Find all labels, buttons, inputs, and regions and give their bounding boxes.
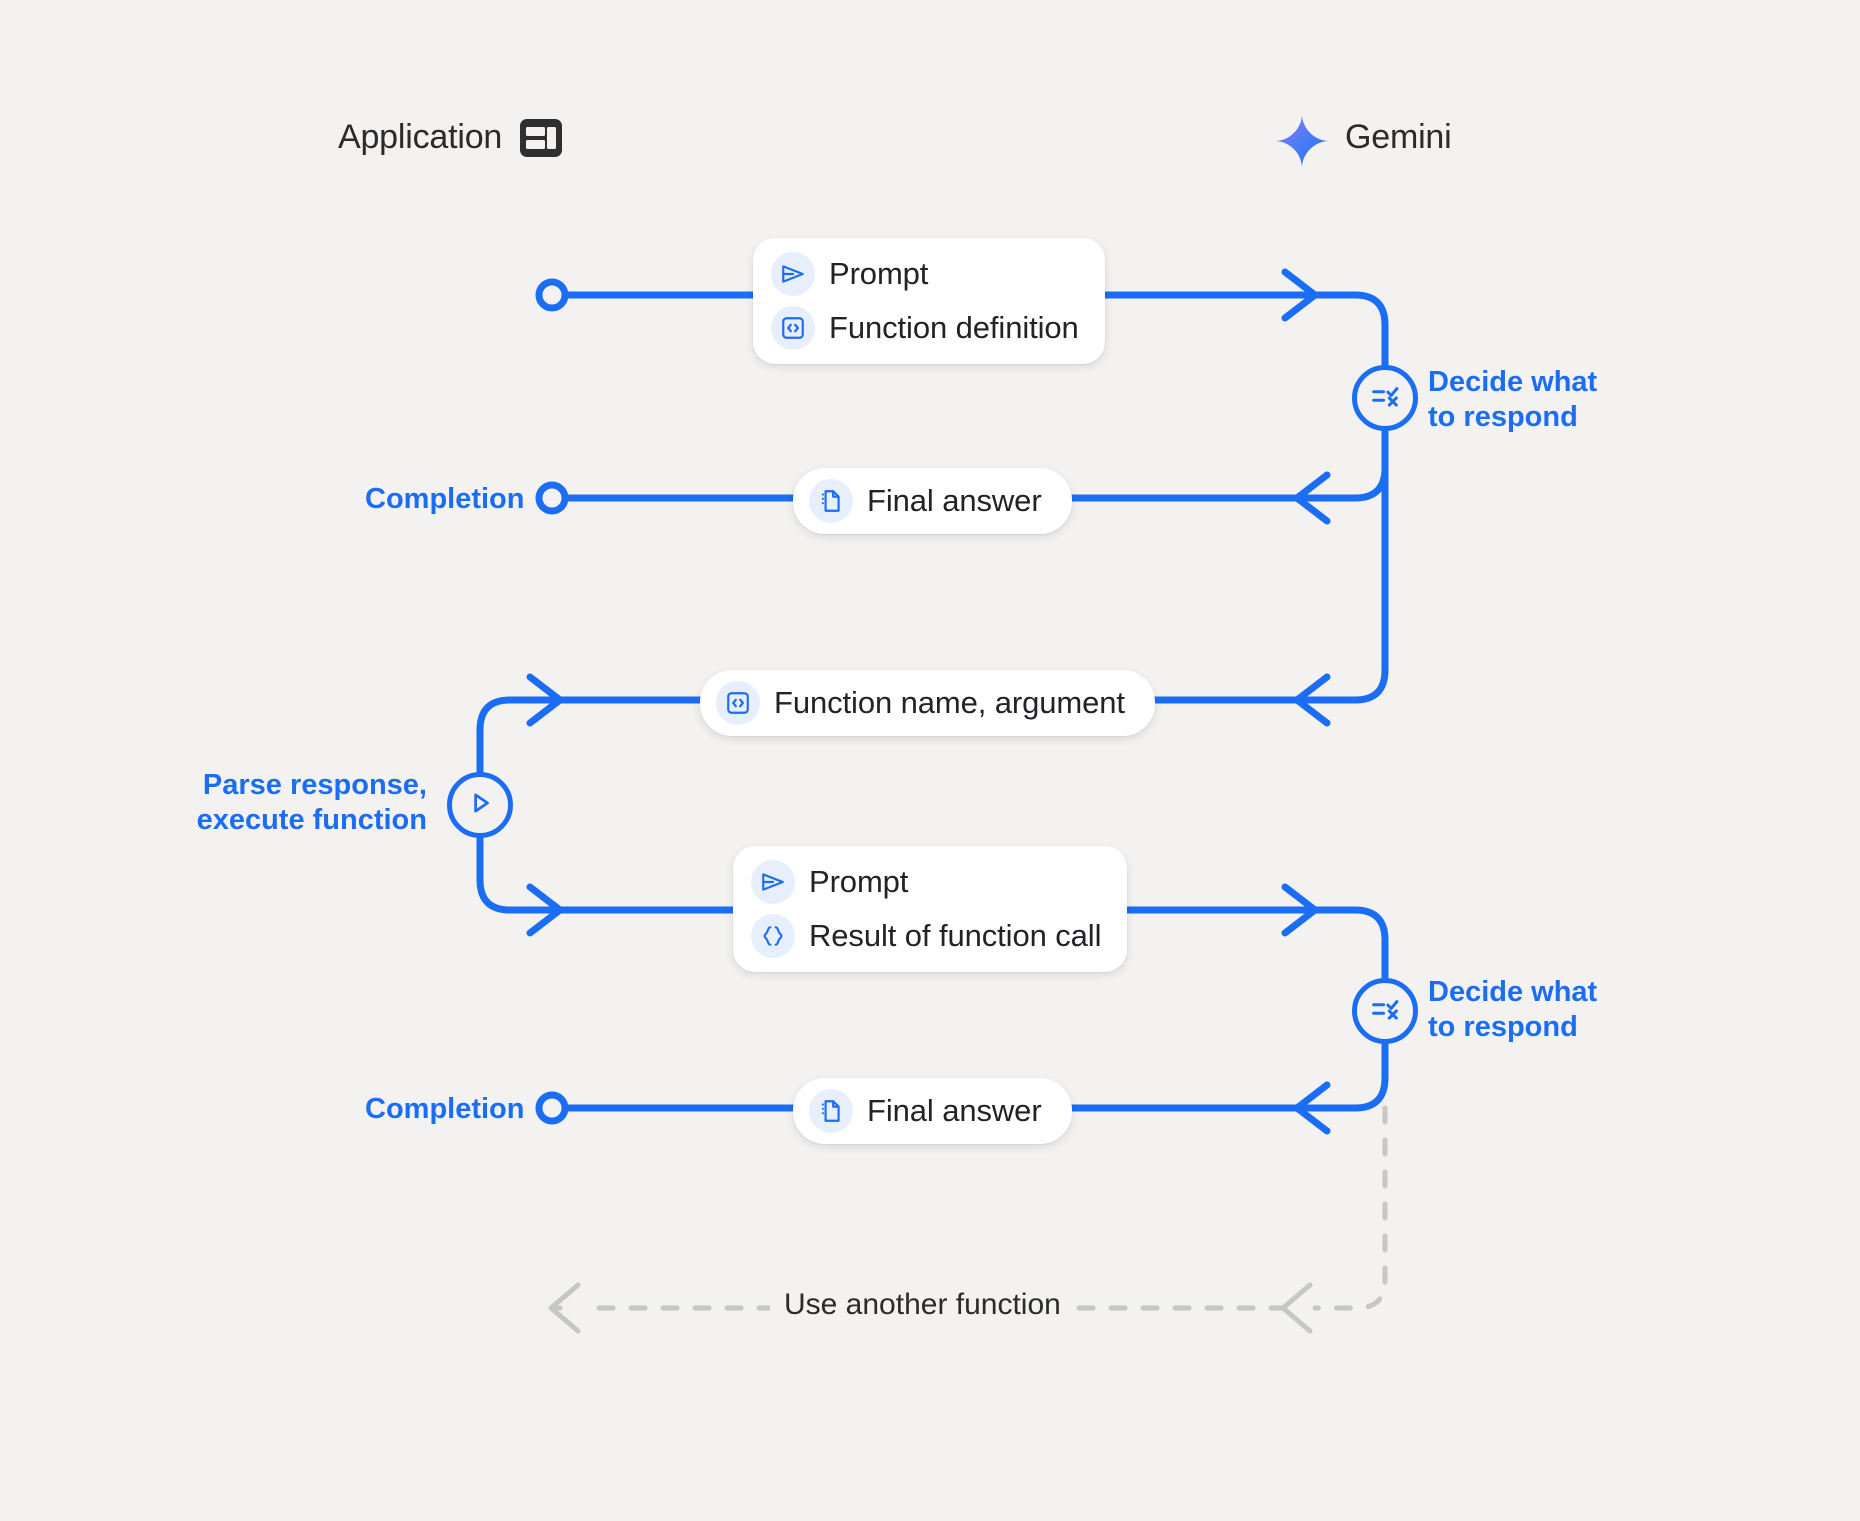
chip-label-result-of-function-call: Result of function call xyxy=(809,918,1102,953)
arrowhead-to-app-1 xyxy=(1293,471,1331,525)
node-completion-2 xyxy=(535,1091,569,1125)
curly-braces-icon xyxy=(751,914,795,958)
document-icon xyxy=(809,479,853,523)
process-node-parse-execute[interactable] xyxy=(447,772,513,838)
caption-decide-what-to-respond-1: Decide what to respond xyxy=(1428,366,1598,434)
arrowhead-to-gemini-2 xyxy=(1281,883,1319,937)
loop-label-use-another-function: Use another function xyxy=(770,1288,1075,1322)
chip-label-function-name-argument: Function name, argument xyxy=(774,685,1125,720)
application-window-icon xyxy=(520,118,563,157)
checklist-decision-icon xyxy=(1368,992,1402,1031)
message-chip-function-name-argument[interactable]: Function name, argument xyxy=(700,670,1155,736)
wire-loop-descend xyxy=(1312,1105,1388,1311)
chip-row-final-answer-2: Final answer xyxy=(809,1089,1042,1133)
chip-label-prompt-2: Prompt xyxy=(809,864,909,899)
arrowhead-to-gemini-1 xyxy=(1281,268,1319,322)
checklist-decision-icon xyxy=(1368,379,1402,418)
node-completion-1 xyxy=(535,481,569,515)
arrowhead-out-app-lane xyxy=(526,883,564,937)
code-brackets-icon xyxy=(716,681,760,725)
gemini-sparkle-icon xyxy=(1275,114,1329,168)
wire-gemini-entry-2 xyxy=(1301,906,1389,982)
lane-header-gemini: Gemini xyxy=(1345,118,1452,157)
wire-gemini-entry-1 xyxy=(1301,291,1389,369)
lane-label-application: Application xyxy=(338,118,503,156)
chip-row-prompt: Prompt xyxy=(771,252,1079,296)
chip-row-final-answer: Final answer xyxy=(809,479,1042,523)
message-chip-final-answer-1[interactable]: Final answer xyxy=(793,468,1072,534)
arrowhead-loop-gemini xyxy=(1280,1282,1313,1334)
send-icon xyxy=(751,860,795,904)
message-chip-prompt-result-of-function-call[interactable]: Prompt Result of function call xyxy=(733,846,1128,972)
arrowhead-into-app-lane xyxy=(526,673,564,727)
caption-completion-1: Completion xyxy=(365,483,525,515)
lane-label-gemini: Gemini xyxy=(1345,118,1452,156)
chip-label-final-answer-2: Final answer xyxy=(867,1093,1042,1128)
wire-into-parse-execute xyxy=(476,696,564,776)
caption-parse-response-execute-function: Parse response, execute function xyxy=(196,769,427,837)
play-icon xyxy=(465,788,495,823)
caption-completion-2: Completion xyxy=(365,1093,525,1125)
send-icon xyxy=(771,252,815,296)
arrowhead-to-app-2 xyxy=(1293,673,1331,727)
code-brackets-icon xyxy=(771,306,815,350)
chip-row-result-of-function-call: Result of function call xyxy=(751,914,1101,958)
lane-header-application: Application xyxy=(338,118,563,157)
wire-decide1-to-final-answer xyxy=(1306,427,1389,502)
chip-label-function-definition: Function definition xyxy=(829,310,1079,345)
chip-row-function-definition: Function definition xyxy=(771,306,1079,350)
caption-decide-what-to-respond-2: Decide what to respond xyxy=(1428,976,1598,1044)
wire-out-of-parse-execute xyxy=(476,834,564,914)
message-chip-prompt-function-definition[interactable]: Prompt Function definition xyxy=(753,238,1105,364)
process-node-decide-1[interactable] xyxy=(1352,365,1418,431)
node-start-application xyxy=(535,278,569,312)
chip-label-final-answer-1: Final answer xyxy=(867,483,1042,518)
arrowhead-to-app-3 xyxy=(1293,1081,1331,1135)
wire-decide1-to-function-call xyxy=(1306,427,1389,704)
chip-row-prompt-2: Prompt xyxy=(751,860,1101,904)
chip-row-function-name-argument: Function name, argument xyxy=(716,681,1125,725)
process-node-decide-2[interactable] xyxy=(1352,978,1418,1044)
arrowhead-loop-app xyxy=(548,1282,581,1334)
message-chip-final-answer-2[interactable]: Final answer xyxy=(793,1078,1072,1144)
wire-decide2-to-final-answer xyxy=(1306,1040,1389,1112)
chip-label-prompt: Prompt xyxy=(829,256,929,291)
document-icon xyxy=(809,1089,853,1133)
